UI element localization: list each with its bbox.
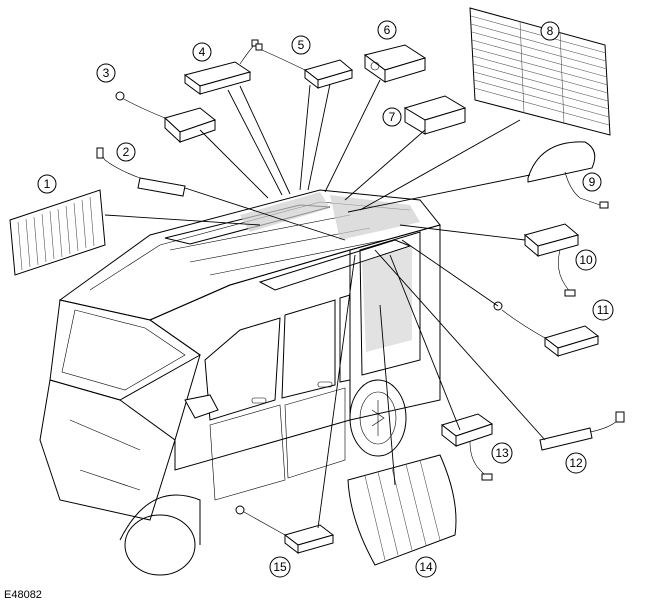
callout-4: 4 xyxy=(192,42,212,62)
callout-14: 14 xyxy=(415,556,437,578)
component-5-antenna-module xyxy=(255,43,354,90)
callout-label: 4 xyxy=(199,45,206,59)
callout-label: 11 xyxy=(597,303,610,317)
callout-label: 13 xyxy=(495,446,509,460)
component-7-receiver-module xyxy=(403,95,467,135)
callout-15: 15 xyxy=(269,556,291,578)
component-8-rear-screen-antenna xyxy=(469,7,611,136)
callout-label: 5 xyxy=(298,38,305,52)
callout-12: 12 xyxy=(565,452,587,474)
callout-label: 8 xyxy=(547,24,554,38)
callout-10: 10 xyxy=(575,249,597,271)
figure-id: E48082 xyxy=(4,589,42,601)
callout-label: 15 xyxy=(273,560,287,574)
callout-11: 11 xyxy=(592,299,614,321)
callout-label: 7 xyxy=(389,110,396,124)
component-1-side-window-antenna xyxy=(9,189,106,276)
component-14-quarter-glass-antenna xyxy=(347,454,457,566)
callout-label: 3 xyxy=(103,66,110,80)
component-10-antenna-module xyxy=(523,223,580,297)
callout-9: 9 xyxy=(582,172,602,192)
component-3-antenna-module xyxy=(115,91,217,144)
component-2-antenna-amplifier xyxy=(96,147,186,197)
leader-lines xyxy=(104,79,546,529)
callout-3: 3 xyxy=(96,63,116,83)
callout-label: 14 xyxy=(419,560,433,574)
component-4-antenna-module xyxy=(183,39,259,95)
component-12-antenna-amplifier xyxy=(539,411,625,451)
callout-label: 6 xyxy=(384,23,391,37)
callout-8: 8 xyxy=(540,21,560,41)
callout-label: 2 xyxy=(123,145,130,159)
callout-1: 1 xyxy=(37,174,57,194)
callout-7: 7 xyxy=(382,107,402,127)
component-11-antenna-module xyxy=(493,301,600,358)
callout-6: 6 xyxy=(377,20,397,40)
callout-label: 12 xyxy=(569,456,583,470)
callout-label: 9 xyxy=(589,175,596,189)
component-13-antenna-module xyxy=(440,413,494,481)
component-9-roof-antenna xyxy=(527,141,609,209)
vehicle-body xyxy=(39,189,441,576)
callout-2: 2 xyxy=(116,142,136,162)
component-15-antenna-module xyxy=(235,505,335,555)
callout-13: 13 xyxy=(491,442,513,464)
callouts: 1 2 3 4 5 6 7 8 9 10 11 12 13 14 15 xyxy=(37,20,614,578)
callout-label: 1 xyxy=(44,177,51,191)
callout-5: 5 xyxy=(291,35,311,55)
callout-label: 10 xyxy=(579,253,593,267)
component-6-receiver-module xyxy=(363,44,427,83)
